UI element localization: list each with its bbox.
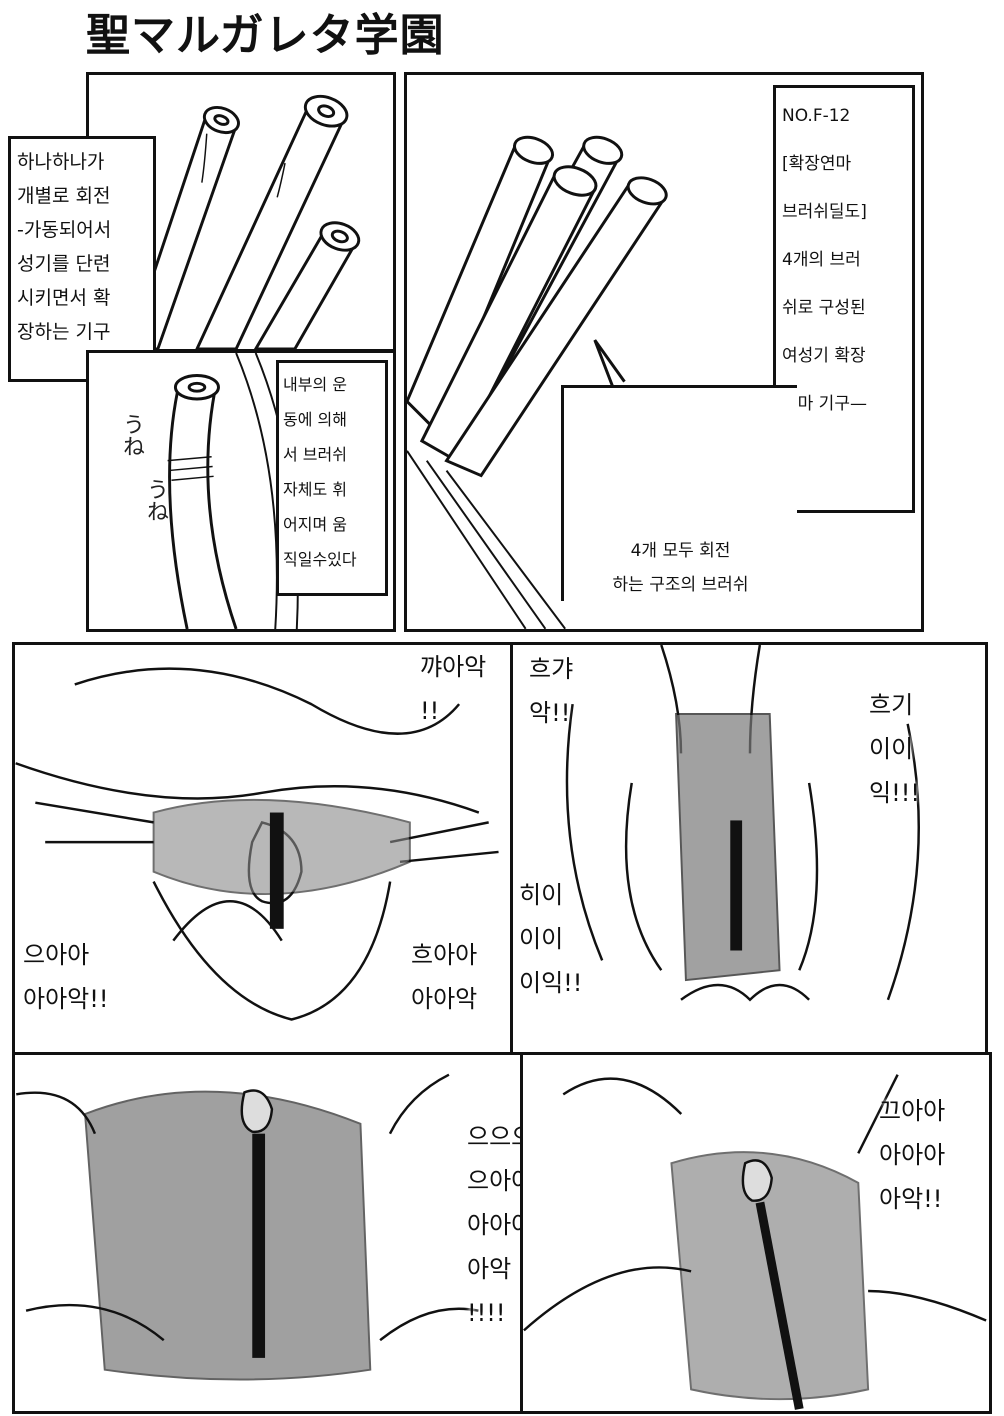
bubble-line: 으아아: [467, 1167, 521, 1195]
bubble-line: 끄아아: [879, 1097, 946, 1125]
caption-line: 브러쉬딜도]: [782, 202, 867, 222]
bubble-line: !!!!: [467, 1299, 506, 1327]
panel-four-brushes: NO.F-12 [확장연마 브러쉬딜도] 4개의 브러 쉬로 구성된 여성기 확…: [404, 72, 924, 632]
bubble-line: 히이: [519, 881, 564, 909]
speech-bubble: 으아아 아아악!!: [23, 933, 108, 1021]
caption-line: 연마 기구—: [782, 394, 867, 414]
caption-line: 서 브러쉬: [283, 445, 347, 464]
caption-line: NO.F-12: [782, 106, 851, 126]
speech-bubble: 으으으 으아아 아아아 아악 !!!!: [467, 1115, 521, 1335]
panel2-caption: 내부의 운 동에 의해 서 브러쉬 자체도 휘 어지며 움 직일수있다: [276, 360, 388, 596]
sfx-text: うね: [143, 478, 168, 522]
bubble-line: 아아아: [467, 1211, 521, 1239]
speech-bubble: 히이 이이 이익!!: [519, 873, 582, 1005]
caption-line: 4개의 브러: [782, 250, 861, 270]
bubble-line: 흐아아: [411, 941, 478, 969]
caption-line: 장하는 기구: [17, 321, 111, 343]
bubble-line: 흐기: [869, 691, 914, 719]
scene-illustration: [15, 667, 499, 1021]
panel-bottom-right: 끄아아 아아아 아악!!: [520, 1052, 992, 1414]
panel-middle-right: 흐갸 악!! 흐기 이이 익!!! 히이 이이 이익!!: [510, 642, 988, 1056]
panel-bottom-left: 으으으 으아아 아아아 아악 !!!!: [12, 1052, 524, 1414]
bubble-line: 익!!!: [869, 779, 920, 807]
sfx-text: うね: [119, 413, 144, 457]
bubble-line: 하는 구조의 브러쉬: [612, 575, 749, 595]
caption-line: 개별로 회전: [17, 185, 111, 207]
caption-line: 여성기 확장: [782, 346, 866, 366]
speech-bubble: 꺄아악 !!: [420, 645, 486, 733]
speech-bubble: 끄아아 아아아 아악!!: [879, 1089, 945, 1221]
scene-illustration: [565, 645, 920, 1002]
bubble-line: 아악: [467, 1255, 512, 1283]
four-brushes-illustration: [407, 135, 668, 629]
caption-line: 성기를 단련: [17, 253, 111, 275]
panel-middle-left: 꺄아악 !! 으아아 아아악!! 흐아아 아아악: [12, 642, 514, 1056]
caption-line: 직일수있다: [283, 550, 357, 569]
page-title: 聖マルガレタ学園: [86, 10, 445, 61]
bubble-line: 으아아: [23, 941, 90, 969]
panel3-speech-box: 4개 모두 회전 하는 구조의 브러쉬: [561, 385, 797, 601]
bubble-line: 흐갸: [529, 655, 574, 683]
caption-line: 쉬로 구성된: [782, 298, 866, 318]
speech-tail: [593, 339, 626, 393]
caption-line: 내부의 운: [283, 375, 347, 394]
caption-line: 자체도 휘: [283, 480, 347, 499]
bubble-line: 이이: [519, 925, 564, 953]
bubble-line: !!: [420, 697, 440, 725]
scene-illustration: [16, 1073, 479, 1381]
bubble-line: 아악!!: [879, 1185, 943, 1213]
bubble-line: 아아악: [411, 985, 478, 1013]
speech-bubble: 흐기 이이 익!!!: [869, 683, 920, 815]
caption-line: [확장연마: [782, 154, 852, 174]
bubble-line: 4개 모두 회전: [630, 541, 731, 561]
bubble-line: 꺄아악: [420, 653, 487, 681]
speech-bubble: 흐갸 악!!: [529, 647, 573, 735]
bubble-line: 악!!: [529, 699, 571, 727]
bubble-line: 이이: [869, 735, 914, 763]
scene-illustration: [523, 1074, 987, 1410]
caption-line: 어지며 움: [283, 515, 347, 534]
bubble-line: 이익!!: [519, 969, 583, 997]
caption-line: 시키면서 확: [17, 287, 111, 309]
caption-line: 하나하나가: [17, 151, 105, 173]
panel1-caption: 하나하나가 개별로 회전 -가동되어서 성기를 단련 시키면서 확 장하는 기구: [8, 136, 156, 382]
speech-bubble: 흐아아 아아악: [411, 933, 477, 1021]
bubble-line: 아아아: [879, 1141, 946, 1169]
bubble-line: 으으으: [467, 1123, 521, 1151]
caption-line: 동에 의해: [283, 410, 347, 429]
caption-line: -가동되어서: [17, 219, 112, 241]
bubble-line: 아아악!!: [23, 985, 109, 1013]
